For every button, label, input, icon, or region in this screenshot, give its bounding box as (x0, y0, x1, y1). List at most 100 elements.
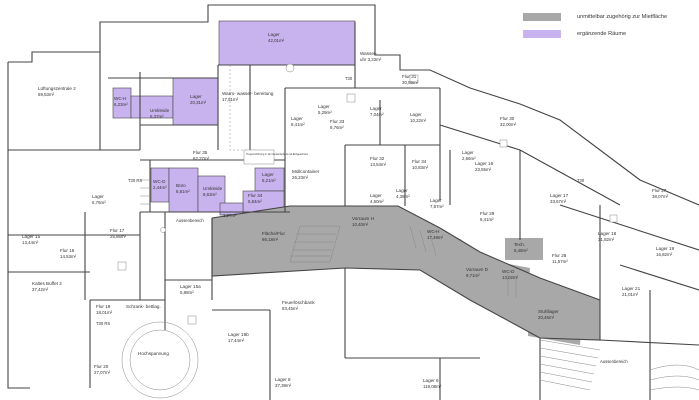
room-area: 13,02m² (502, 275, 519, 280)
stair-right (539, 339, 601, 391)
room-fill-vorraum-d[interactable] (460, 262, 498, 292)
room-name: WC-H (427, 229, 440, 234)
outer-wall-top-right (360, 4, 699, 206)
legend-item-supplementary: ergänzende Räume (523, 25, 693, 42)
room-name: Flur 31 (402, 74, 417, 79)
room-name: Lager (318, 104, 330, 109)
room-name: Flur 32 (370, 156, 385, 161)
rented-areas (212, 206, 600, 345)
column-dot (160, 227, 166, 233)
room-fill-tech[interactable] (505, 238, 543, 260)
room-name: Feuerlöschbank (282, 300, 315, 305)
room-area: 8,41m² (291, 122, 305, 127)
room-name: Lager (396, 188, 408, 193)
room-area: 25,86m² (110, 234, 127, 239)
room-area: 10,22m² (410, 118, 427, 123)
stair-left (140, 179, 150, 205)
room-area: 17,44m² (228, 338, 245, 343)
room-area: 5,48m² (514, 248, 528, 253)
room-area: 16,82m² (656, 252, 673, 257)
room-area: 6,37m² (150, 114, 164, 119)
annotation-t30-c: T30 RS (96, 321, 110, 326)
room-fill-stuhllager[interactable] (528, 300, 582, 345)
room-area: 17,51m² (222, 97, 239, 102)
room-area: 4,60m² (370, 199, 384, 204)
round-hall (121, 321, 199, 399)
column-dot (409, 74, 419, 84)
room-name: Vorraum H (352, 216, 374, 221)
annotation-t30-b: T30 RS (128, 178, 142, 183)
room-area: 37,39m² (275, 383, 292, 388)
wall (439, 124, 521, 151)
room-fill-vorraum-h[interactable] (345, 210, 397, 242)
room-area: 5,88m² (180, 290, 194, 295)
wall (619, 264, 699, 291)
room-fill-flaeche[interactable] (212, 206, 345, 276)
room-area: 38,07m² (652, 194, 669, 199)
room-name: Lager 21 (622, 286, 641, 291)
room-area: 7,04m² (370, 112, 384, 117)
room-name: Flur 30 (500, 116, 515, 121)
room-name: Lager 17 (550, 193, 569, 198)
room-name: Flur 20 (94, 364, 109, 369)
column-dot (346, 93, 356, 103)
room-area: 21,01m² (622, 292, 639, 297)
room-area: 30,59m² (402, 80, 419, 85)
round-hall-inner (129, 329, 191, 391)
room-area: 8,81m² (176, 189, 190, 194)
supplementary-areas (112, 20, 356, 216)
room-name: Lager (370, 106, 382, 111)
room-name: Büro (176, 183, 186, 188)
details (117, 63, 699, 399)
room-area: uhr 3,23m² (360, 57, 382, 62)
room-area: 27,07m² (94, 370, 111, 375)
room-name: Fläche/Flur (262, 231, 285, 236)
room-name: Flur 34 (412, 159, 427, 164)
room-name: Flur 19 (96, 304, 111, 309)
legend-swatch-gray (523, 12, 561, 21)
room-area: 9,71m² (466, 273, 480, 278)
room-name: Flur 27 (652, 188, 667, 193)
room-name: Lager 15 (22, 234, 41, 239)
room-area: 2,44m² (153, 185, 167, 190)
legend-item-rented: unmittelbar zugehörig zur Mietfläche (523, 8, 693, 25)
room-area: 2,66m² (462, 156, 476, 161)
annotation-aussen-a: Aussenbereich (176, 218, 204, 223)
room-area: 18,01m² (96, 310, 113, 315)
room-fill-wc-h-mid[interactable] (392, 210, 462, 262)
room-name: Lager 6 (423, 378, 439, 383)
room-name: Lager (291, 116, 303, 121)
room-name: Stuhllager (538, 309, 559, 314)
room-area: 7,67m² (430, 204, 444, 209)
stair-main (289, 225, 341, 263)
column-dot (285, 63, 295, 73)
treppe-note-box (243, 149, 275, 165)
room-fill-wc-d-mid[interactable] (498, 262, 530, 300)
room-name: Lager (462, 150, 474, 155)
room-name: Kaltes Buffet 2 (32, 281, 62, 286)
room-area: 20,46m² (538, 315, 555, 320)
room-fill-lager-top[interactable] (218, 20, 356, 66)
curved-stair (649, 375, 699, 381)
room-area: 13,44m² (22, 240, 39, 245)
room-name: Flur 29 (480, 211, 495, 216)
room-area: 33,67m² (550, 199, 567, 204)
room-area: 17,48m² (427, 235, 444, 240)
room-name: Schrank- bettlag. (126, 304, 161, 309)
room-area: 119,08m² (423, 384, 442, 389)
walls (7, 4, 699, 400)
room-name: Flur 35 (193, 150, 208, 155)
room-area: 8,21m² (262, 178, 276, 183)
room-area: 8,76m² (330, 125, 344, 130)
room-area: 10,83m² (412, 165, 429, 170)
column-dot (117, 261, 127, 271)
room-area: 42,01m² (268, 38, 285, 43)
room-name: Lager 19b (228, 332, 249, 337)
room-area: 5,84m² (248, 199, 262, 204)
rented-outline (211, 205, 601, 341)
room-area: 26,23m² (292, 175, 309, 180)
room-area: 89,53m² (38, 92, 55, 97)
room-name: Müllcontainer (292, 169, 320, 174)
room-name: Lager (430, 198, 442, 203)
